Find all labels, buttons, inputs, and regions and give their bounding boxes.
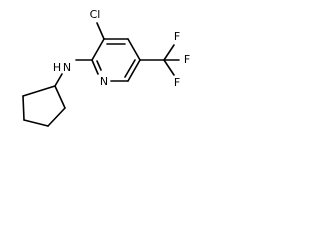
ring-double-bond-n1-c2 [96,60,102,71]
ring-bond-c4-c5 [127,38,141,61]
bond-nh-cyclopentyl [54,73,63,87]
cyclopentyl-bond-2 [47,107,66,127]
bond-cf3-f-top [163,44,175,61]
atom-label-nh-h: H [53,61,61,74]
bond-cf3-f-bottom [163,59,175,76]
cyclopentyl-bond-3 [23,119,49,127]
chemical-structure-diagram: Cl N H N F F F [22,8,190,127]
atom-label-nh-n: N [63,61,71,74]
atom-label-f-right: F [184,53,190,66]
atom-label-ring-n: N [100,75,108,88]
cyclopentyl-bond-1 [54,85,66,109]
atom-label-f-bottom: F [174,76,180,89]
ring-double-bond-c5-c6 [124,59,136,78]
atom-label-f-top: F [174,30,180,43]
cyclopentyl-bond-5 [22,85,56,97]
atom-label-cl: Cl [90,8,101,21]
ring-bond-n1-c2 [91,59,99,75]
ring-bond-c2-c3 [91,38,105,61]
ring-bond-c5-c6 [127,59,141,82]
bond-c3-cl [96,22,105,40]
cyclopentyl-bond-4 [22,95,25,121]
